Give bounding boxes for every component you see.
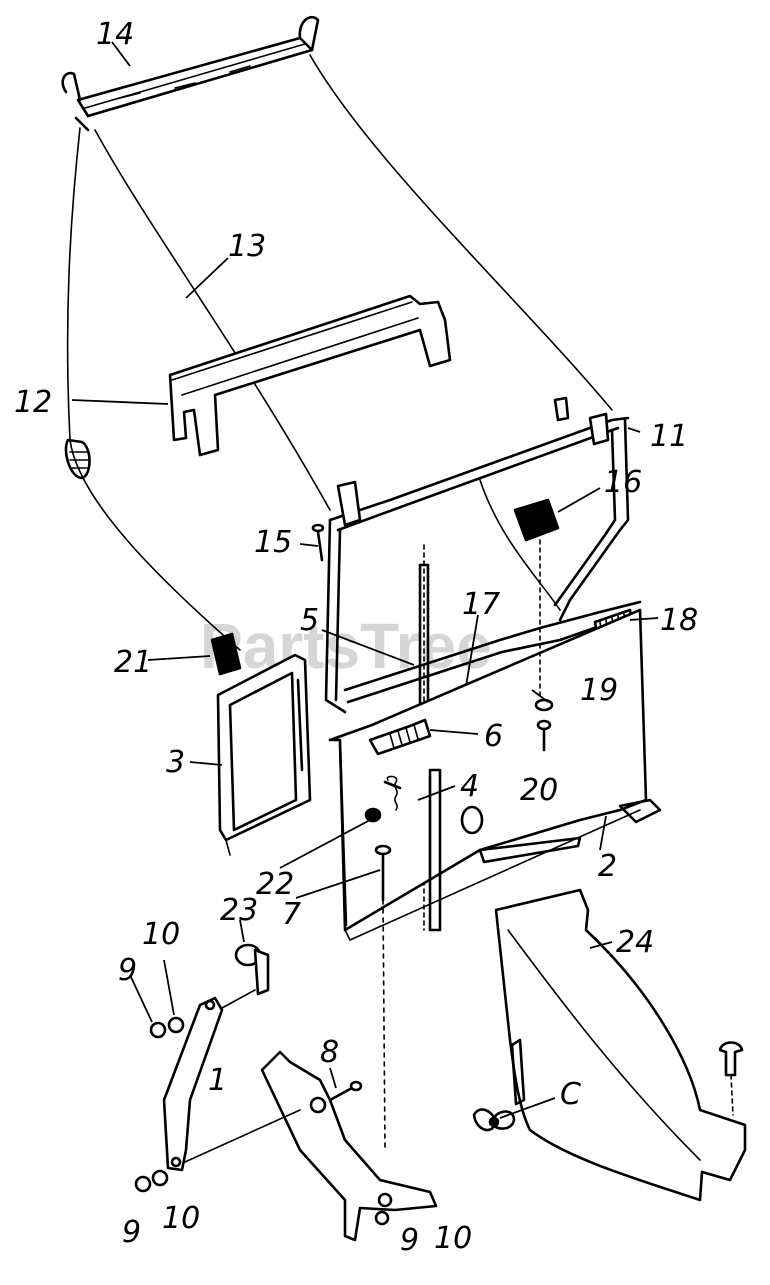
callout-10-bottom: 10 xyxy=(434,1221,472,1256)
part-spring-22 xyxy=(364,807,382,823)
callout-14: 14 xyxy=(96,17,134,52)
part-bag-frame xyxy=(324,396,630,714)
part-grass-bag xyxy=(64,54,613,651)
callout-9-left: 9 xyxy=(122,1215,141,1250)
callout-15: 15 xyxy=(254,525,292,560)
callout-12: 12 xyxy=(14,385,52,420)
callout-11: 11 xyxy=(650,419,688,454)
part-carriage-bolt xyxy=(718,1041,744,1116)
part-bumper-16 xyxy=(513,498,560,701)
callout-4: 4 xyxy=(460,769,479,804)
callout-7: 7 xyxy=(282,897,301,932)
part-wing-nut-C xyxy=(472,1108,516,1132)
part-washer-19 xyxy=(534,698,554,712)
callout-10-top: 10 xyxy=(142,917,180,952)
callout-13: 13 xyxy=(228,229,266,264)
part-nut-washer-left xyxy=(134,1169,169,1193)
callout-C: C xyxy=(560,1077,581,1112)
callout-18: 18 xyxy=(660,603,698,638)
callout-20: 20 xyxy=(520,773,558,808)
part-bag-top-frame xyxy=(61,15,320,132)
part-bolt-7 xyxy=(374,844,392,1151)
callout-9-top: 9 xyxy=(118,953,137,988)
callout-23: 23 xyxy=(220,893,258,928)
part-nut-washer-top xyxy=(149,1016,185,1039)
part-bolt-20 xyxy=(536,719,552,752)
part-bumper-21 xyxy=(210,632,242,676)
part-handle xyxy=(168,294,452,457)
part-lever-bracket xyxy=(184,1050,438,1242)
callout-10-left: 10 xyxy=(162,1201,200,1236)
part-lever-arm-1 xyxy=(162,989,256,1172)
callout-22: 22 xyxy=(256,867,294,902)
callout-6: 6 xyxy=(484,719,503,754)
callout-5: 5 xyxy=(300,603,319,638)
callout-labels: 14 13 12 11 16 15 5 17 18 21 19 6 3 4 20… xyxy=(14,17,698,1258)
watermark: PartsTree xyxy=(200,610,492,682)
callout-24: 24 xyxy=(616,925,654,960)
callout-3: 3 xyxy=(166,745,185,780)
part-nut-washer-bottom xyxy=(374,1192,393,1226)
callout-21: 21 xyxy=(114,645,152,680)
callout-2: 2 xyxy=(598,849,617,884)
part-spring-4 xyxy=(383,775,402,811)
callout-8: 8 xyxy=(320,1035,339,1070)
part-screw-15 xyxy=(311,523,325,562)
callout-9-bottom: 9 xyxy=(400,1223,419,1258)
callout-17: 17 xyxy=(462,587,500,622)
callout-16: 16 xyxy=(604,465,642,500)
part-bracket-23 xyxy=(234,943,270,996)
callout-1: 1 xyxy=(208,1063,227,1098)
leader-lines xyxy=(71,41,659,1119)
callout-19: 19 xyxy=(580,673,618,708)
part-spring-6 xyxy=(368,718,432,756)
part-side-door xyxy=(216,653,312,856)
